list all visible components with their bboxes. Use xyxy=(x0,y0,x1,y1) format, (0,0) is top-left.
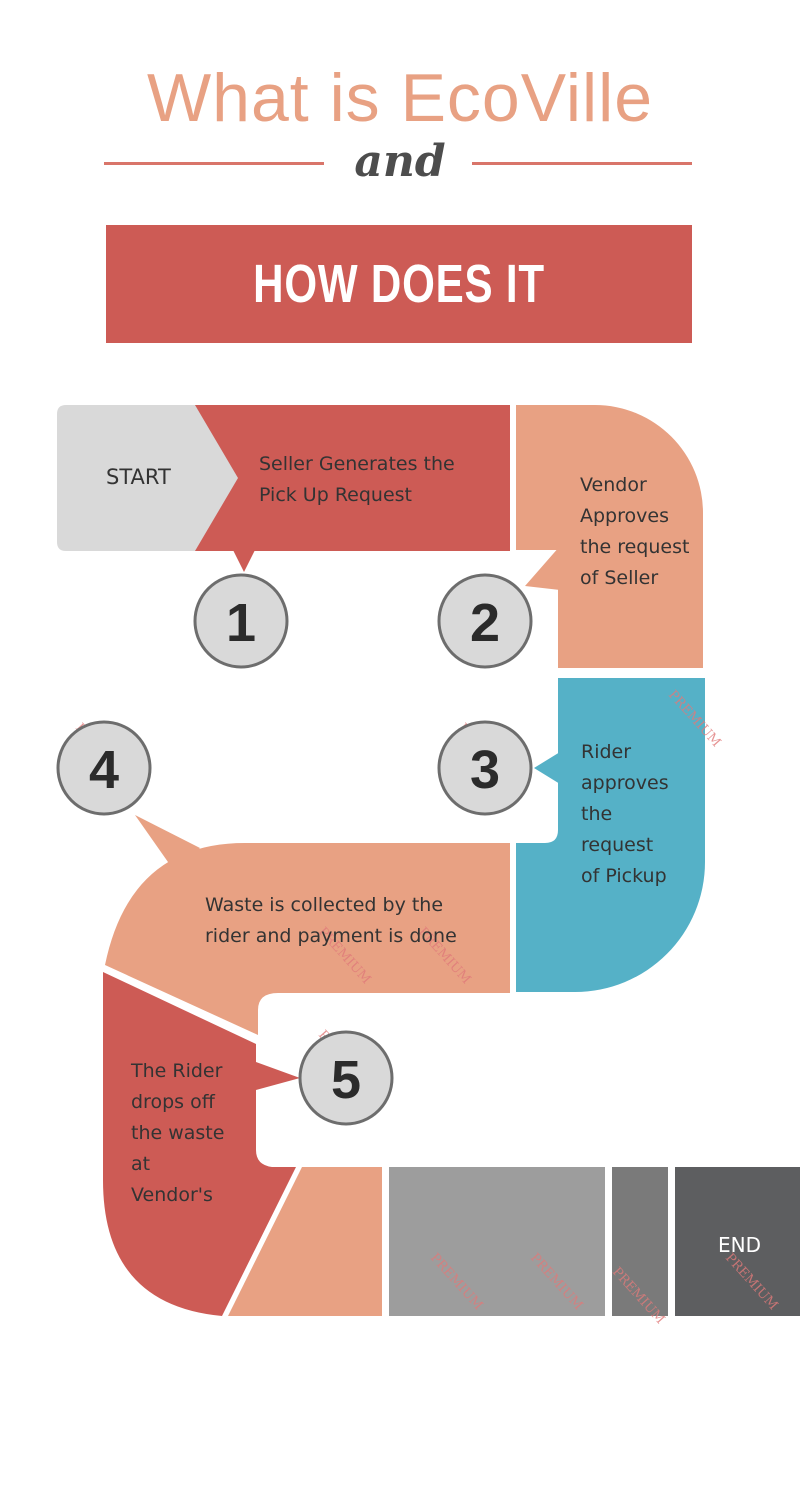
start-arrow xyxy=(57,405,238,551)
step-5-line: The Rider xyxy=(131,1060,223,1082)
subtitle-banner xyxy=(106,225,692,343)
step-4-number: 4 xyxy=(89,740,119,800)
end-block xyxy=(675,1167,800,1316)
step-2-line: the request xyxy=(580,536,690,558)
step-3-line: the xyxy=(581,803,613,825)
step-3-number: 3 xyxy=(470,740,500,800)
left-divider xyxy=(104,162,324,165)
step-5-line: drops off xyxy=(131,1091,215,1113)
bottom-midgray-segment xyxy=(612,1167,668,1316)
step-1-line: Seller Generates the xyxy=(259,453,455,475)
start-label: START xyxy=(106,465,171,489)
step-2-line: Approves xyxy=(580,505,669,527)
step-4-line: rider and payment is done xyxy=(205,925,457,947)
step-5-line: the waste xyxy=(131,1122,225,1144)
step-5-description: The Rider drops off the waste at Vendor'… xyxy=(131,1056,224,1211)
step-5-line: Vendor's xyxy=(131,1184,213,1206)
step-4-badge: 4 xyxy=(56,720,152,816)
connector-word: and xyxy=(354,136,446,187)
step-5-line: at xyxy=(131,1153,151,1175)
step-5-shape xyxy=(103,972,300,1316)
end-label: END xyxy=(718,1233,761,1257)
page-title: What is EcoVille xyxy=(146,60,654,136)
step-2-number: 2 xyxy=(470,593,500,653)
step-2-shape xyxy=(516,405,703,668)
step-2-line: of Seller xyxy=(580,567,659,589)
step-3-line: Rider xyxy=(581,741,632,763)
step-5-badge: 5 xyxy=(298,1030,394,1126)
step-3-line: of Pickup xyxy=(581,865,667,887)
step-3-description: Rider approves the request of Pickup xyxy=(581,737,669,892)
step-2-badge: 2 xyxy=(437,573,533,669)
right-divider xyxy=(472,162,692,165)
step-1-number: 1 xyxy=(226,593,256,653)
step-5-number: 5 xyxy=(331,1050,361,1110)
step-1-description: Seller Generates the Pick Up Request xyxy=(259,449,455,511)
step-4-shape xyxy=(105,815,510,1035)
step-4-line: Waste is collected by the xyxy=(205,894,444,916)
step-2-description: Vendor Approves the request of Seller xyxy=(580,470,689,594)
step-3-shape xyxy=(516,678,705,992)
step-1-shape xyxy=(185,405,510,572)
step-3-line: request xyxy=(581,834,654,856)
step-2-line: Vendor xyxy=(580,474,647,496)
bottom-salmon-segment xyxy=(228,1167,382,1316)
step-1-badge: 1 xyxy=(193,573,289,669)
step-3-badge: 3 xyxy=(437,720,533,816)
step-1-line: Pick Up Request xyxy=(259,484,412,506)
bottom-gray-segment xyxy=(389,1167,605,1316)
step-4-description: Waste is collected by the rider and paym… xyxy=(205,890,457,952)
step-3-line: approves xyxy=(581,772,669,794)
